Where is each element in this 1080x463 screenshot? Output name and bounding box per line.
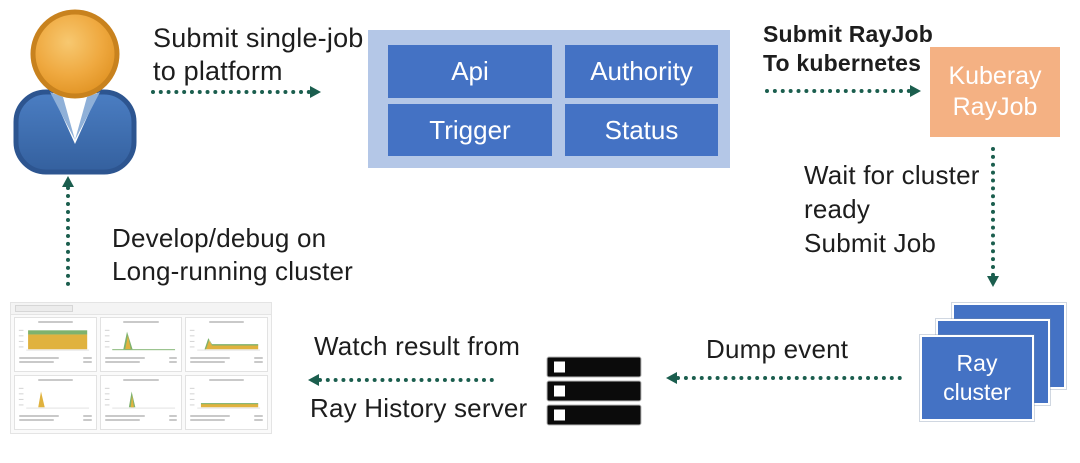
arrow-cluster-to-server [666, 372, 902, 384]
arrow-server-to-dashboard [308, 374, 494, 386]
monitoring-dashboard-thumbnail [10, 302, 272, 434]
panel-chart [104, 387, 175, 409]
dashboard-panel [185, 317, 268, 372]
module-trigger-label: Trigger [429, 114, 511, 145]
label-ray-history-server: Ray History server [310, 393, 528, 423]
dashboard-panel [14, 375, 97, 430]
label-submit-single-job: Submit single-job to platform [153, 23, 364, 86]
arrow-user-to-platform [151, 86, 321, 98]
module-authority: Authority [565, 45, 718, 98]
module-authority-label: Authority [590, 56, 693, 86]
dashboard-header [11, 303, 271, 315]
dashboard-panel [14, 317, 97, 372]
panel-chart [190, 387, 261, 409]
arrow-kuberay-to-cluster [987, 147, 999, 287]
panel-chart [104, 329, 175, 351]
panel-chart [190, 329, 261, 351]
label-wait-cluster: Wait for cluster ready Submit Job [804, 160, 980, 258]
module-api-label: Api [451, 56, 489, 86]
module-api: Api [388, 45, 552, 98]
dashboard-title-chip [15, 305, 73, 312]
arrow-platform-to-kuberay [765, 85, 921, 97]
module-status-label: Status [604, 114, 679, 145]
module-trigger: Trigger [388, 104, 552, 156]
dashboard-panel [99, 317, 183, 372]
kuberay-rayjob-node: Kuberay RayJob [930, 47, 1060, 137]
user-icon [10, 4, 140, 176]
label-submit-rayjob: Submit RayJob To kubernetes [763, 21, 934, 76]
platform-container: Api Authority Trigger Status [368, 30, 730, 168]
panel-chart [18, 387, 90, 409]
label-watch-result: Watch result from [314, 331, 521, 361]
server-stack-icon [546, 356, 642, 426]
label-dump-event: Dump event [706, 334, 849, 364]
panel-chart [18, 329, 90, 351]
label-develop-debug: Develop/debug on Long-running cluster [112, 223, 354, 286]
dashboard-panel [99, 375, 183, 430]
arrow-dashboard-to-user [62, 176, 74, 286]
module-status: Status [565, 104, 718, 156]
dashboard-grid [14, 317, 268, 430]
dashboard-panel [185, 375, 268, 430]
ray-cluster-node: Ray cluster [920, 335, 1034, 421]
